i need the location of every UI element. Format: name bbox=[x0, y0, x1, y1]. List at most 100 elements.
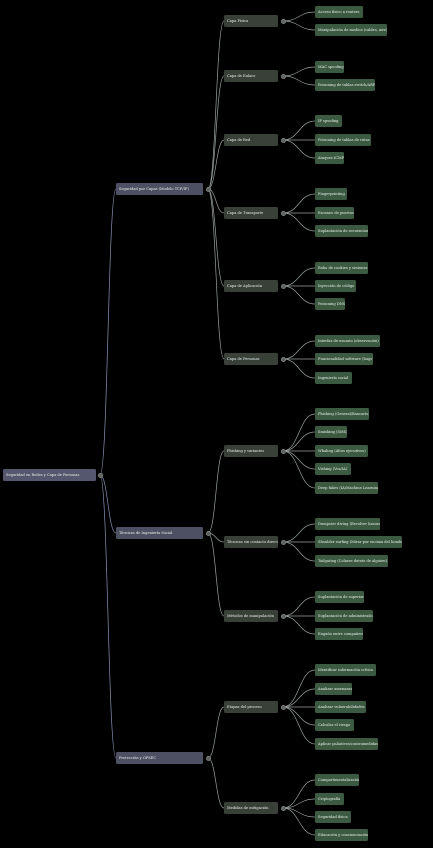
collapse-toggle-0-5[interactable] bbox=[280, 356, 286, 362]
link-leaf-1-0-0 bbox=[282, 413, 316, 452]
leaf-0-3-1-label: Escaneo de puertos bbox=[318, 211, 354, 215]
leaf-2-1-0[interactable]: Compartimentalización bbox=[315, 774, 359, 786]
collapse-toggle-1-0[interactable] bbox=[280, 448, 286, 454]
leaf-1-0-1[interactable]: Smishing (SMS) bbox=[315, 426, 347, 438]
leaf-0-4-1[interactable]: Inyección de código bbox=[315, 280, 356, 292]
link-leaf-0-2-0 bbox=[282, 120, 316, 141]
branch-0[interactable]: Seguridad por Capas (Modelo TCP/IP) bbox=[116, 183, 203, 195]
link-branch-1-0 bbox=[207, 450, 225, 534]
leaf-2-1-1[interactable]: Criptografía bbox=[315, 793, 344, 805]
collapse-toggle-2-0[interactable] bbox=[280, 704, 286, 710]
leaf-1-2-2[interactable]: Engaño entre compañeros bbox=[315, 628, 363, 640]
leaf-1-1-1[interactable]: Shoulder surfing (Mirar por encima del h… bbox=[315, 536, 402, 548]
leaf-0-0-1[interactable]: Manipulación de medios (cables, aire) bbox=[315, 24, 387, 36]
collapse-toggle-0-1[interactable] bbox=[280, 73, 286, 79]
leaf-0-2-0[interactable]: IP spoofing bbox=[315, 115, 342, 127]
leaf-2-0-0[interactable]: Identificar información crítica bbox=[315, 664, 376, 676]
root-node[interactable]: Seguridad en Redes y Capa de Personas bbox=[3, 469, 96, 481]
subbranch-1-1[interactable]: Técnicas sin contacto directo bbox=[224, 536, 278, 548]
link-leaf-2-0-1 bbox=[282, 688, 316, 708]
subbranch-0-5[interactable]: Capa de Personas bbox=[224, 353, 278, 365]
leaf-0-2-2-label: Ataques ICMP bbox=[318, 156, 344, 160]
collapse-toggle-1-1[interactable] bbox=[280, 539, 286, 545]
collapse-toggle-root[interactable] bbox=[97, 472, 103, 478]
subbranch-1-0[interactable]: Phishing y variantes bbox=[224, 445, 278, 457]
leaf-1-2-1[interactable]: Suplantación de administrador bbox=[315, 610, 373, 622]
subbranch-0-0[interactable]: Capa Física bbox=[224, 15, 278, 27]
collapse-toggle-1[interactable] bbox=[205, 530, 211, 536]
collapse-toggle-0-0[interactable] bbox=[280, 18, 286, 24]
branch-0-label: Seguridad por Capas (Modelo TCP/IP) bbox=[119, 187, 189, 191]
subbranch-1-2-label: Métodos de manipulación bbox=[227, 614, 274, 618]
leaf-2-0-2[interactable]: Analizar vulnerabilidades bbox=[315, 701, 366, 713]
collapse-toggle-0[interactable] bbox=[205, 186, 211, 192]
leaf-0-4-2[interactable]: Poisoning DNS bbox=[315, 298, 345, 310]
link-leaf-2-1-3 bbox=[282, 807, 316, 836]
subbranch-2-1[interactable]: Medidas de mitigación bbox=[224, 802, 278, 814]
subbranch-1-2[interactable]: Métodos de manipulación bbox=[224, 610, 278, 622]
leaf-2-1-2[interactable]: Seguridad física bbox=[315, 811, 351, 823]
subbranch-0-4[interactable]: Capa de Aplicación bbox=[224, 280, 278, 292]
leaf-1-2-0[interactable]: Suplantación de superior bbox=[315, 591, 364, 603]
leaf-0-3-0-label: Fingerprinting bbox=[318, 192, 345, 196]
link-branch-2-0 bbox=[207, 706, 225, 759]
leaf-2-0-2-label: Analizar vulnerabilidades bbox=[318, 705, 365, 709]
leaf-0-3-2[interactable]: Suplantación de secuencias bbox=[315, 225, 368, 237]
link-leaf-0-2-2 bbox=[282, 139, 316, 159]
link-leaf-1-2-0 bbox=[282, 596, 316, 617]
leaf-2-1-1-label: Criptografía bbox=[318, 797, 341, 801]
leaf-1-1-2[interactable]: Tailgating (Colarse detrás de alguien) bbox=[315, 555, 388, 567]
link-leaf-0-1-0 bbox=[282, 66, 316, 77]
leaf-1-0-2[interactable]: Whaling (Altos ejecutivos) bbox=[315, 445, 368, 457]
leaf-1-0-4[interactable]: Deep fakes (IA/Machine Learning) bbox=[315, 482, 378, 494]
leaf-1-2-2-label: Engaño entre compañeros bbox=[318, 632, 363, 636]
collapse-toggle-0-2[interactable] bbox=[280, 137, 286, 143]
leaf-0-2-1[interactable]: Poisoning de tablas de rutas bbox=[315, 134, 371, 146]
branch-2[interactable]: Protección y OPSEC bbox=[116, 752, 203, 764]
link-leaf-0-5-2 bbox=[282, 358, 316, 379]
leaf-0-0-0-label: Acceso físico a routers bbox=[318, 10, 360, 14]
leaf-2-0-4[interactable]: Aplicar paliativos/contramedidas bbox=[315, 738, 378, 750]
leaf-2-0-1[interactable]: Analizar amenazas bbox=[315, 683, 352, 695]
leaf-0-5-0[interactable]: Interfaz de usuario (observación) bbox=[315, 335, 380, 347]
subbranch-2-0-label: Etapas del proceso bbox=[227, 705, 262, 709]
collapse-toggle-2-1[interactable] bbox=[280, 805, 286, 811]
link-leaf-1-0-3 bbox=[282, 450, 316, 470]
link-branch-1-2 bbox=[207, 532, 225, 617]
leaf-0-2-2[interactable]: Ataques ICMP bbox=[315, 152, 344, 164]
subbranch-0-2[interactable]: Capa de Red bbox=[224, 134, 278, 146]
leaf-1-1-0[interactable]: Dumpster diving (Revolver basura) bbox=[315, 518, 380, 530]
branch-1[interactable]: Técnicas de Ingeniería Social bbox=[116, 527, 203, 539]
link-branch-0-5 bbox=[207, 188, 225, 360]
leaf-1-1-0-label: Dumpster diving (Revolver basura) bbox=[318, 522, 380, 526]
link-leaf-1-0-4 bbox=[282, 450, 316, 489]
link-leaf-0-5-0 bbox=[282, 340, 316, 360]
link-leaf-2-1-1 bbox=[282, 798, 316, 809]
leaf-1-0-3[interactable]: Vishing (Voz/IA) bbox=[315, 463, 351, 475]
leaf-1-0-0[interactable]: Phishing (General/Bancario) bbox=[315, 408, 369, 420]
leaf-0-3-1[interactable]: Escaneo de puertos bbox=[315, 207, 354, 219]
subbranch-0-4-label: Capa de Aplicación bbox=[227, 284, 263, 288]
leaf-0-1-1-label: Poisoning de tablas switch/ARP bbox=[318, 83, 375, 87]
collapse-toggle-0-3[interactable] bbox=[280, 210, 286, 216]
leaf-0-1-1[interactable]: Poisoning de tablas switch/ARP bbox=[315, 79, 375, 91]
collapse-toggle-0-4[interactable] bbox=[280, 283, 286, 289]
link-root-2 bbox=[99, 474, 117, 759]
link-leaf-0-3-0 bbox=[282, 193, 316, 214]
leaf-0-0-0[interactable]: Acceso físico a routers bbox=[315, 6, 363, 18]
link-leaf-1-1-0 bbox=[282, 523, 316, 543]
leaf-0-4-0-label: Robo de cookies y sesiones bbox=[318, 266, 368, 270]
subbranch-0-1[interactable]: Capa de Enlace bbox=[224, 70, 278, 82]
leaf-2-1-3[interactable]: Educación y concienciación bbox=[315, 829, 368, 841]
leaf-0-5-1[interactable]: Funcionalidad software (bugs) bbox=[315, 353, 373, 365]
leaf-0-5-2[interactable]: Ingeniería social bbox=[315, 372, 352, 384]
subbranch-2-0[interactable]: Etapas del proceso bbox=[224, 701, 278, 713]
leaf-1-0-3-label: Vishing (Voz/IA) bbox=[318, 467, 348, 471]
leaf-2-0-3[interactable]: Calcular el riesgo bbox=[315, 719, 354, 731]
collapse-toggle-1-2[interactable] bbox=[280, 613, 286, 619]
leaf-0-4-0[interactable]: Robo de cookies y sesiones bbox=[315, 262, 368, 274]
subbranch-0-3[interactable]: Capa de Transporte bbox=[224, 207, 278, 219]
leaf-0-3-0[interactable]: Fingerprinting bbox=[315, 188, 347, 200]
collapse-toggle-2[interactable] bbox=[205, 755, 211, 761]
leaf-0-1-0[interactable]: MAC spoofing bbox=[315, 61, 344, 73]
